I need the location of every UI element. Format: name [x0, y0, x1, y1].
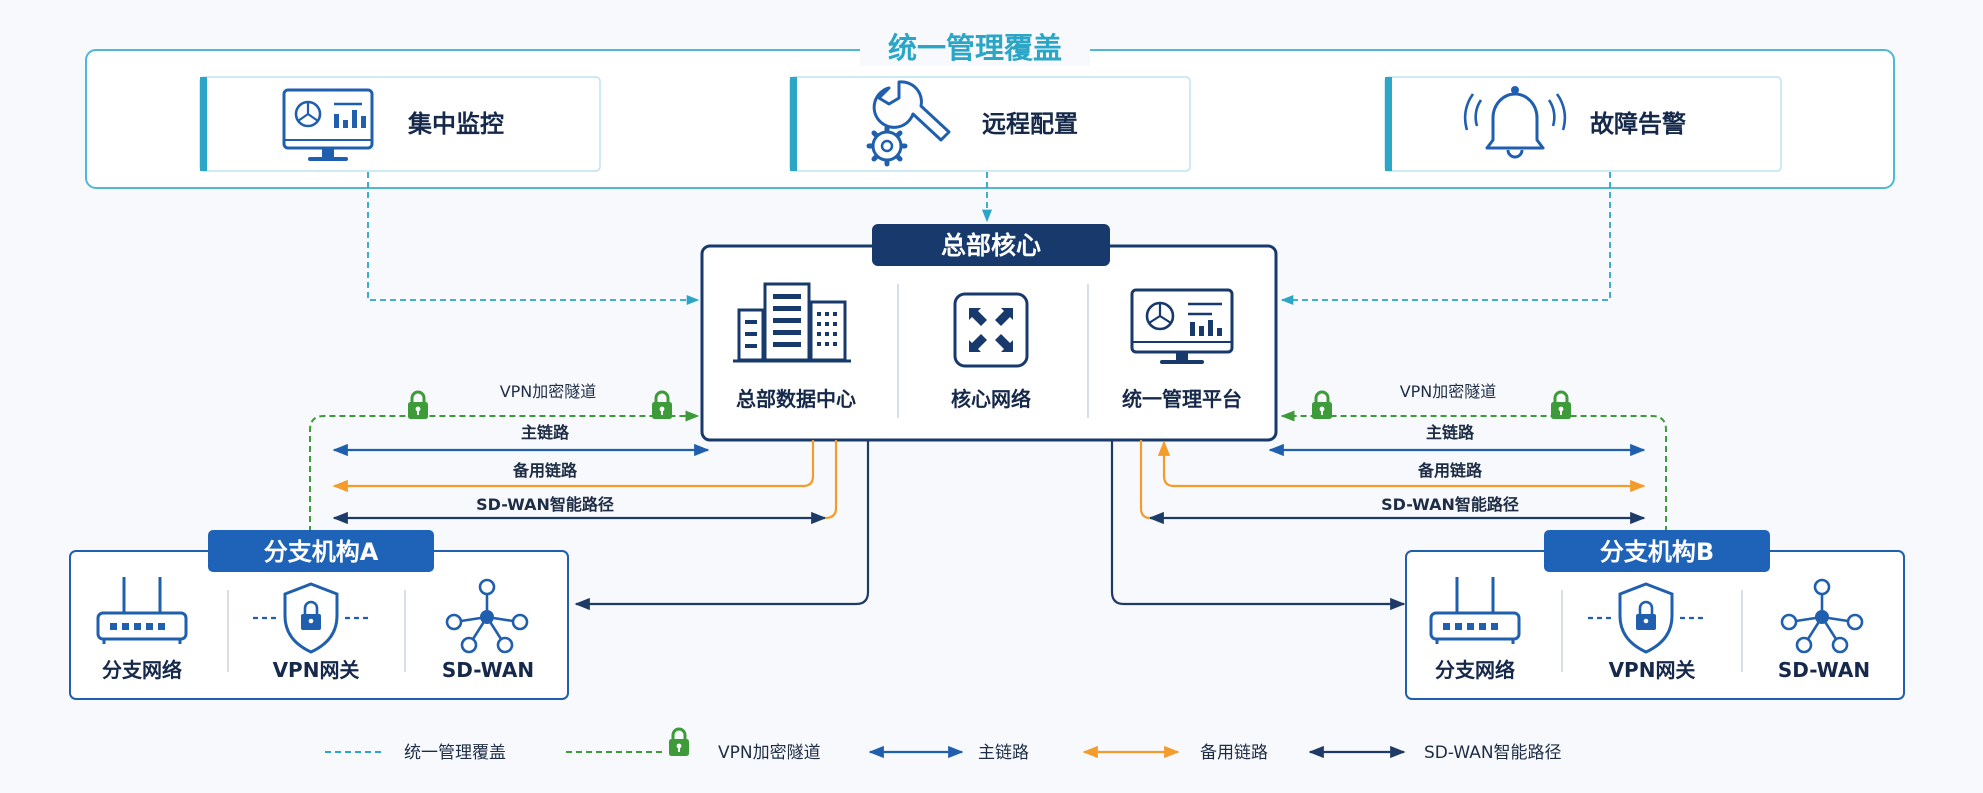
branch-item-label: VPN网关 — [273, 658, 360, 682]
hq-item-data-center[interactable]: 总部数据中心 — [733, 282, 856, 411]
vpn-tunnel-b — [1280, 410, 1667, 552]
hq-item-label: 统一管理平台 — [1122, 387, 1242, 411]
branch-item-label: 分支网络 — [1435, 658, 1515, 682]
core-switch-icon — [953, 292, 1029, 368]
backup-link-b — [1157, 440, 1646, 493]
legend-item-management: 统一管理覆盖 — [325, 743, 506, 763]
wrench-gear-icon — [866, 80, 951, 167]
legend-label: SD-WAN智能路径 — [1424, 743, 1562, 763]
branch-a-item-vpn-gateway[interactable]: VPN网关 — [251, 582, 371, 682]
branch-item-label: SD-WAN — [442, 658, 534, 682]
direct-link-b — [1110, 440, 1406, 611]
card-label: 远程配置 — [982, 110, 1078, 138]
branch-item-label: 分支网络 — [102, 658, 182, 682]
vpn-lock-icon — [1310, 390, 1334, 421]
branch-a-title: 分支机构A — [264, 538, 379, 566]
link-label-main: 主链路 — [1426, 423, 1475, 442]
link-label-main: 主链路 — [521, 423, 570, 442]
bell-alarm-icon — [1463, 86, 1567, 159]
card-central-monitoring[interactable]: 集中监控 — [199, 76, 601, 172]
branch-b-title: 分支机构B — [1600, 538, 1714, 566]
branch-item-label: SD-WAN — [1778, 658, 1870, 682]
management-links — [367, 172, 1611, 306]
link-label-sdwan: SD-WAN智能路径 — [476, 495, 614, 514]
hq-core-badge — [872, 224, 1110, 266]
hq-item-core-network[interactable]: 核心网络 — [951, 292, 1031, 411]
hq-item-label: 核心网络 — [951, 387, 1031, 411]
legend-item-sdwan-path: SD-WAN智能路径 — [1308, 743, 1562, 763]
branch-b-item-sdwan[interactable]: SD-WAN — [1778, 578, 1870, 682]
legend-label: 备用链路 — [1200, 743, 1268, 763]
links-branch-b — [1110, 410, 1667, 611]
building-icon — [733, 282, 851, 363]
branch-a-badge — [208, 530, 434, 572]
legend-item-main-link: 主链路 — [868, 743, 1029, 763]
management-overlay-title: 统一管理覆盖 — [888, 31, 1062, 65]
link-label-vpn: VPN加密隧道 — [1400, 382, 1497, 401]
backup-link-a — [332, 440, 815, 493]
hq-item-label: 总部数据中心 — [736, 387, 856, 411]
legend-label: VPN加密隧道 — [718, 743, 821, 763]
branch-a-item-sdwan[interactable]: SD-WAN — [442, 578, 534, 682]
card-label: 集中监控 — [407, 110, 504, 138]
management-monitor-icon — [1130, 288, 1234, 364]
hq-core-title: 总部核心 — [941, 231, 1041, 260]
vpn-lock-icon — [650, 390, 674, 421]
vpn-lock-icon — [667, 727, 691, 758]
legend-item-vpn: VPN加密隧道 — [566, 727, 821, 763]
legend-label: 主链路 — [978, 743, 1029, 763]
hq-item-management-platform[interactable]: 统一管理平台 — [1122, 288, 1242, 411]
legend: 统一管理覆盖 VPN加密隧道 主链路 备用链路 SD-WAN智能路径 — [325, 727, 1562, 763]
link-label-vpn: VPN加密隧道 — [500, 382, 597, 401]
monitor-chart-icon — [282, 88, 374, 161]
legend-item-backup-link: 备用链路 — [1082, 743, 1268, 763]
card-label: 故障告警 — [1590, 110, 1686, 138]
card-remote-config[interactable]: 远程配置 — [789, 76, 1191, 172]
card-fault-alarm[interactable]: 故障告警 — [1384, 76, 1782, 172]
links-branch-a — [309, 410, 870, 611]
link-label-backup: 备用链路 — [1417, 461, 1483, 480]
branch-item-label: VPN网关 — [1609, 658, 1696, 682]
direct-link-a — [574, 440, 870, 611]
link-label-sdwan: SD-WAN智能路径 — [1381, 495, 1519, 514]
vpn-lock-icon — [406, 390, 430, 421]
branch-b-item-router[interactable]: 分支网络 — [1429, 575, 1521, 682]
link-label-backup: 备用链路 — [512, 461, 578, 480]
vpn-tunnel-a — [309, 410, 700, 552]
branch-b-badge — [1544, 530, 1770, 572]
legend-label: 统一管理覆盖 — [404, 743, 506, 763]
branch-b-item-vpn-gateway[interactable]: VPN网关 — [1586, 582, 1706, 682]
branch-a-item-router[interactable]: 分支网络 — [96, 575, 188, 682]
vpn-lock-icon — [1549, 390, 1573, 421]
